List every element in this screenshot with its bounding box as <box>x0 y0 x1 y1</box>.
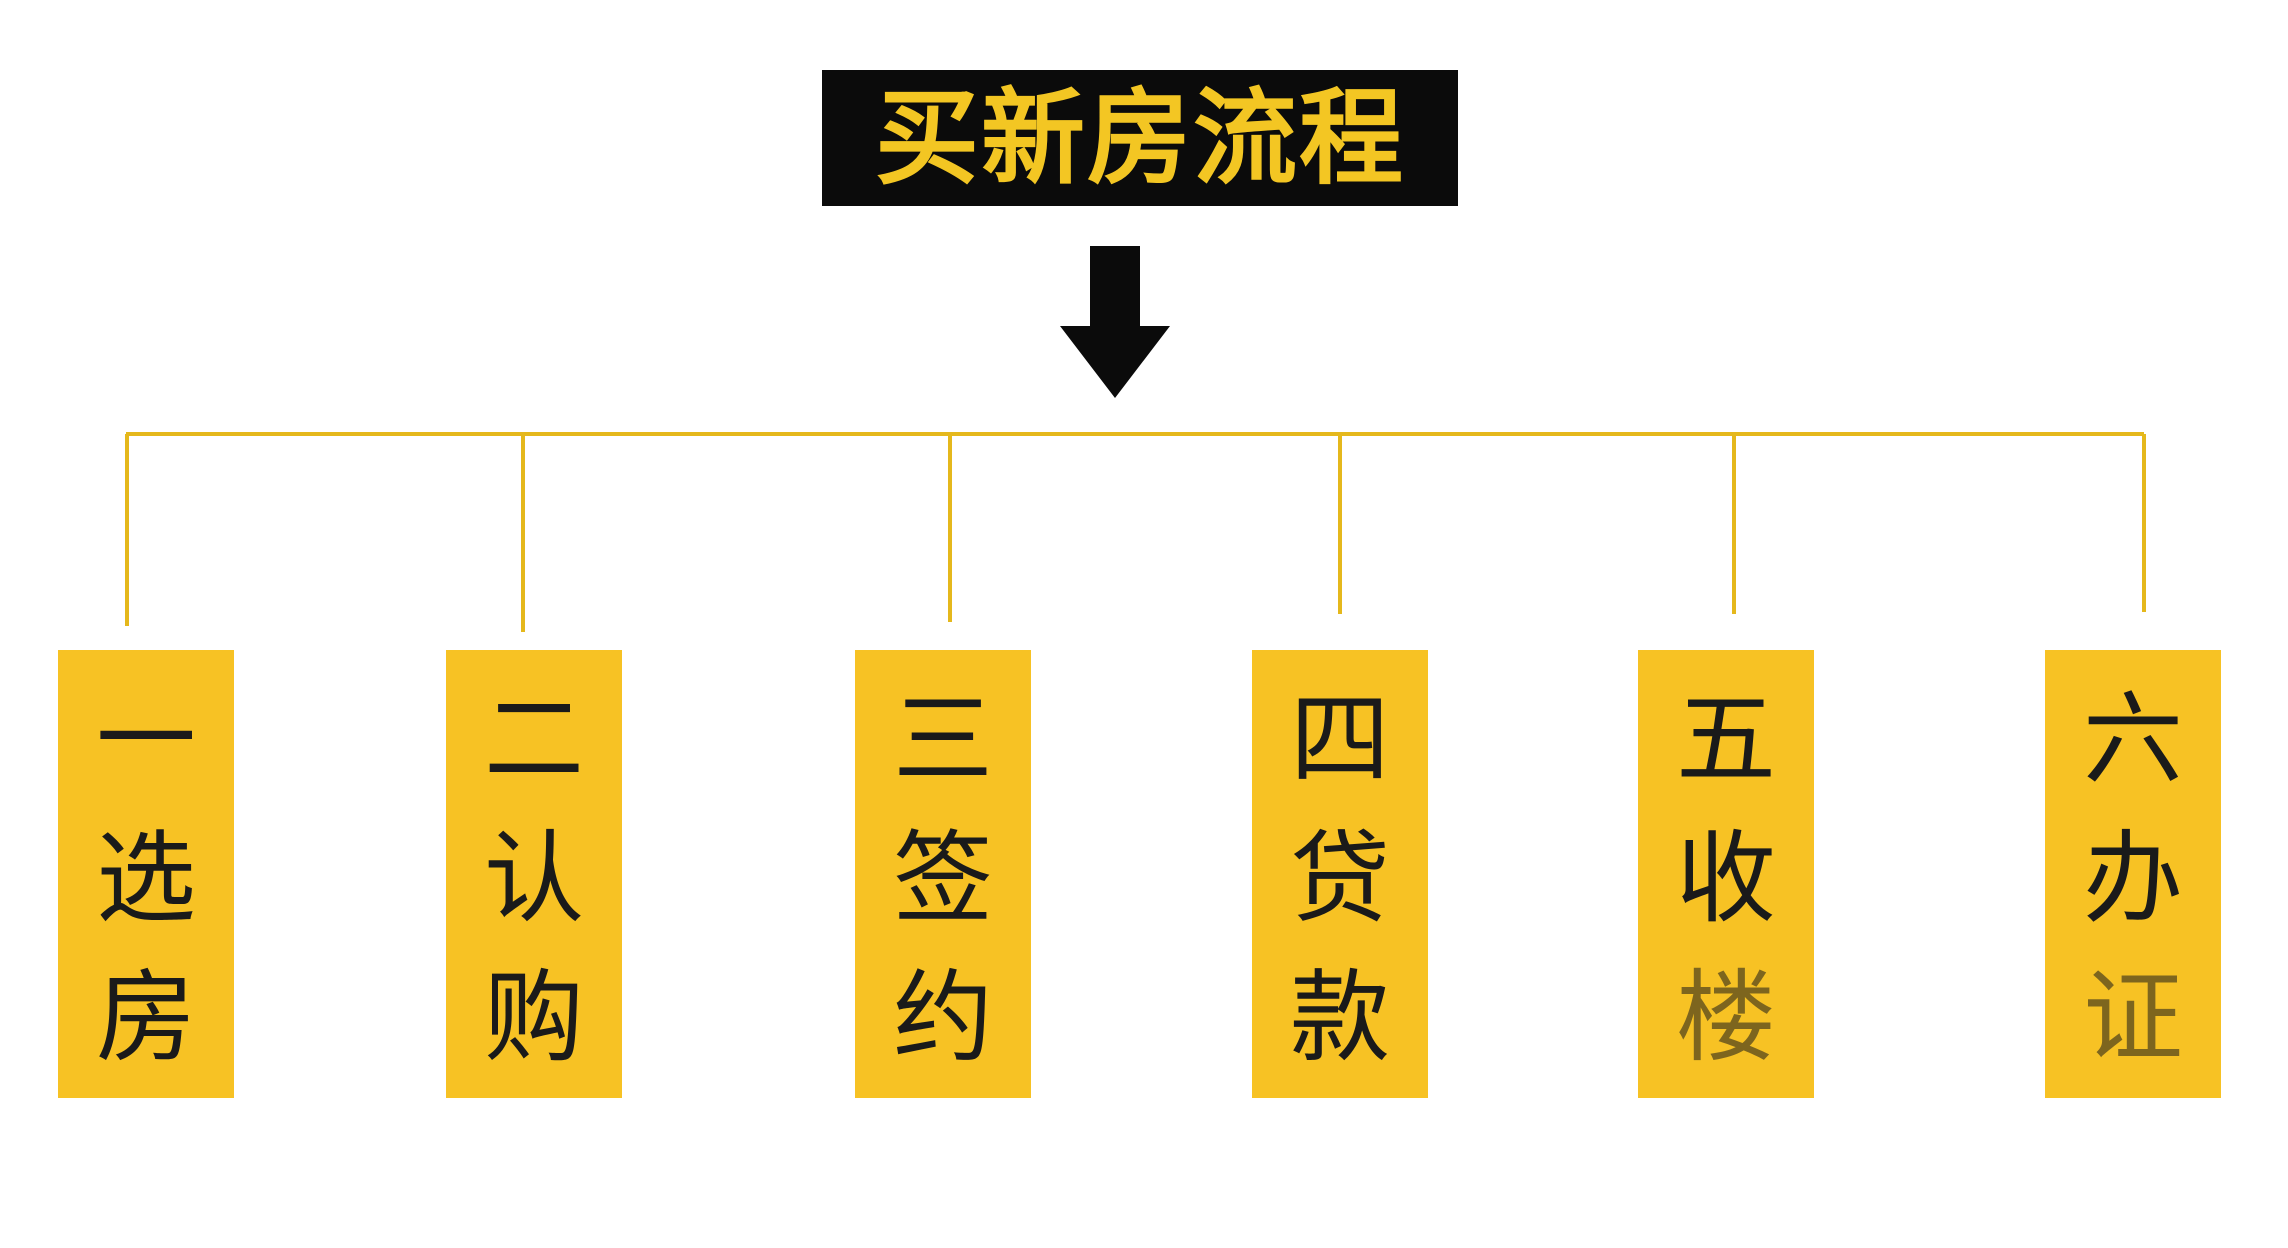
step-5-number: 五 <box>1676 680 1776 798</box>
step-3-char-b: 约 <box>893 959 993 1077</box>
step-5-char-a: 收 <box>1676 819 1776 937</box>
step-4-box: 四 贷 款 <box>1252 650 1428 1098</box>
step-2-char-b: 购 <box>484 959 584 1077</box>
step-4-char-b: 款 <box>1290 959 1390 1077</box>
down-arrow-icon <box>1060 246 1170 398</box>
step-2-number: 二 <box>484 680 584 798</box>
step-1-box: 一 选 房 <box>58 650 234 1098</box>
title-box: 买新房流程 <box>822 70 1458 206</box>
step-4-char-a: 贷 <box>1290 819 1390 937</box>
step-6-number: 六 <box>2083 680 2183 798</box>
step-1-char-a: 选 <box>96 819 196 937</box>
step-6-char-b: 证 <box>2083 959 2183 1077</box>
step-5-box: 五 收 楼 <box>1638 650 1814 1098</box>
step-4-number: 四 <box>1290 680 1390 798</box>
step-3-box: 三 签 约 <box>855 650 1031 1098</box>
step-3-char-a: 签 <box>893 819 993 937</box>
step-2-char-a: 认 <box>484 819 584 937</box>
step-6-box: 六 办 证 <box>2045 650 2221 1098</box>
step-6-char-a: 办 <box>2083 819 2183 937</box>
step-2-box: 二 认 购 <box>446 650 622 1098</box>
diagram-title: 买新房流程 <box>874 77 1405 199</box>
step-1-number: 一 <box>96 680 196 798</box>
step-3-number: 三 <box>893 680 993 798</box>
step-1-char-b: 房 <box>96 959 196 1077</box>
step-5-char-b: 楼 <box>1676 959 1776 1077</box>
